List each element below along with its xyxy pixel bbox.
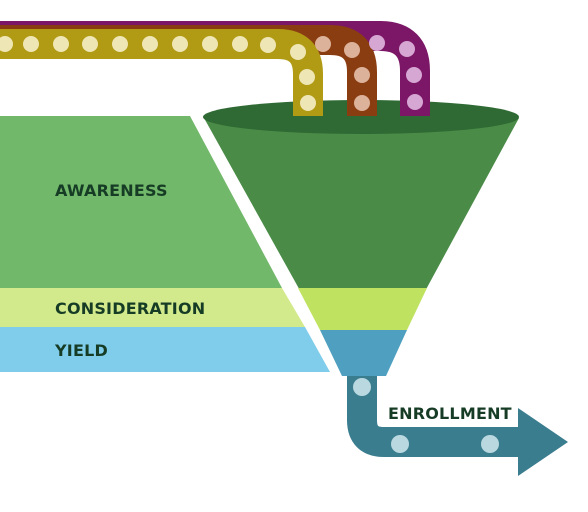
funnel-rim [203, 100, 519, 134]
consideration-band [0, 288, 305, 327]
gold-pipe-dots [0, 36, 316, 111]
enrollment-pipe [347, 370, 520, 457]
enrollment-pipe-dots [353, 378, 499, 453]
enrollment-arrow-head [518, 408, 568, 476]
awareness-band [0, 116, 282, 288]
purple-pipe-dots [369, 35, 423, 110]
enrollment-label: ENROLLMENT [388, 404, 512, 423]
funnel-yield-band [320, 330, 407, 376]
brown-pipe-dots [315, 36, 370, 111]
funnel-consideration-band [298, 288, 427, 330]
consideration-label: CONSIDERATION [55, 299, 205, 318]
funnel-cone [204, 118, 519, 330]
awareness-label: AWARENESS [55, 181, 168, 200]
yield-label: YIELD [54, 341, 108, 360]
yield-band [0, 327, 330, 372]
